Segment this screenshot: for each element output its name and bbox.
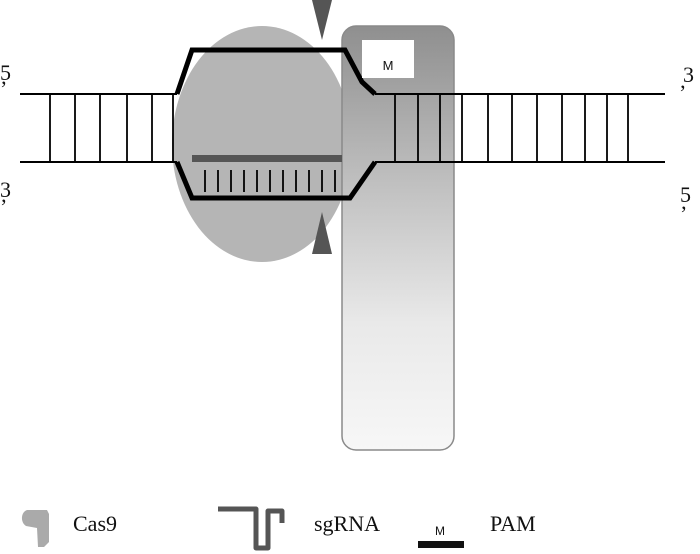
cut-site-marker-icon-top (312, 0, 332, 40)
cas9-icon (21, 510, 49, 547)
top-left-end-prime: ’ (0, 76, 7, 101)
bottom-left-end-prime: ’ (0, 194, 7, 219)
base-pairs-left (49, 94, 174, 162)
bottom-right-end-label: 5 (680, 182, 691, 207)
legend-sgrna-label: sgRNA (314, 511, 380, 536)
pam-box (362, 40, 414, 78)
base-pairs-right (394, 94, 629, 162)
cas9-protein (172, 26, 352, 262)
bottom-left-end-label: 3 (0, 177, 11, 202)
sgrna-spacer (192, 155, 342, 162)
legend-cas9-label: Cas9 (73, 511, 117, 536)
cut-site-marker-icon-bottom (312, 212, 332, 254)
spacer-base-pairs (204, 170, 336, 192)
sgrna-lobe (341, 25, 455, 451)
top-right-end-label: 3 (683, 62, 694, 87)
legend-pam-label: PAM (490, 511, 536, 536)
legend: Cas9 sgRNA M PAM (21, 506, 536, 551)
bottom-right-end-prime: ’ (680, 201, 687, 226)
pam-box-label: M (383, 58, 394, 73)
pam-icon-symbol: M (435, 524, 445, 538)
top-right-end-prime: ’ (679, 80, 686, 105)
pam-icon (418, 541, 464, 548)
displaced-strand (174, 47, 377, 96)
top-left-end-label: 5 (0, 60, 11, 85)
target-strand (174, 160, 378, 201)
sgrna-icon (218, 506, 285, 551)
